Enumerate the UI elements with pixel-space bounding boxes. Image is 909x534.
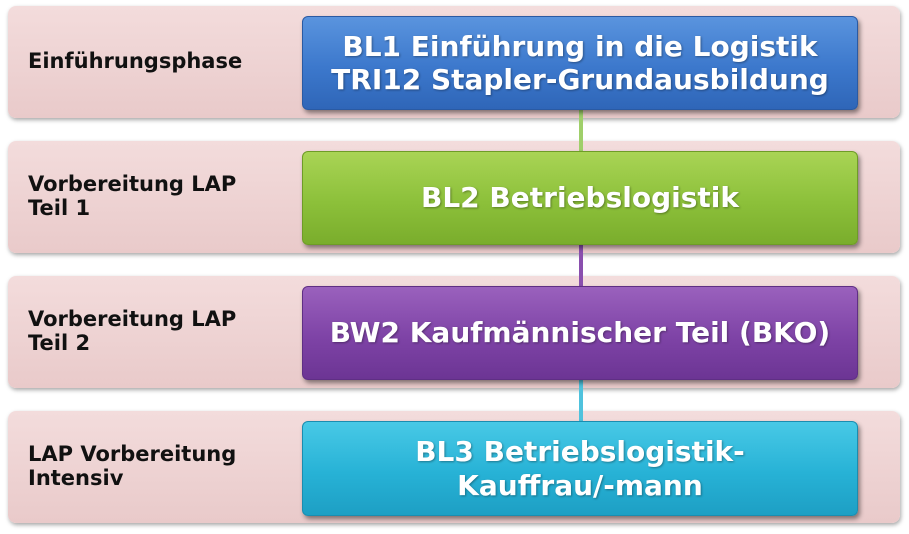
module-box-bw2-line-1: BW2 Kaufmännischer Teil (BKO) bbox=[329, 316, 831, 350]
connector-1-2 bbox=[579, 110, 583, 151]
phase-label-2-line-2: Teil 1 bbox=[28, 196, 91, 220]
connector-2-3 bbox=[579, 245, 583, 286]
phase-label-2-line-1: Vorbereitung LAP bbox=[28, 172, 237, 197]
phase-label-1-line-1: Einführungsphase bbox=[28, 49, 243, 74]
module-box-bl3-line-2: Kauffrau/-mann bbox=[457, 468, 703, 502]
phase-label-1: Einführungsphase bbox=[28, 6, 288, 118]
module-box-bw2: BW2 Kaufmännischer Teil (BKO) bbox=[302, 286, 858, 380]
phase-label-3-line-2: Teil 2 bbox=[28, 331, 91, 355]
module-box-bl2: BL2 Betriebslogistik bbox=[302, 151, 858, 245]
phase-label-4-line-1: LAP Vorbereitung bbox=[28, 442, 237, 467]
phase-label-3-line-1: Vorbereitung LAP bbox=[28, 307, 237, 332]
phase-label-2: Vorbereitung LAP Teil 1 bbox=[28, 141, 288, 253]
module-box-bl3: BL3 Betriebslogistik- Kauffrau/-mann bbox=[302, 421, 858, 516]
module-box-bl1-line-1: BL1 Einführung in die Logistik bbox=[342, 29, 818, 63]
module-box-bl1: BL1 Einführung in die Logistik TRI12 Sta… bbox=[302, 16, 858, 110]
module-box-bl2-line-1: BL2 Betriebslogistik bbox=[421, 181, 739, 215]
phase-label-4-line-2: Intensiv bbox=[28, 466, 124, 490]
phase-label-3: Vorbereitung LAP Teil 2 bbox=[28, 276, 288, 388]
module-box-bl1-line-2: TRI12 Stapler-Grundausbildung bbox=[331, 63, 829, 96]
phase-label-4: LAP Vorbereitung Intensiv bbox=[28, 411, 288, 523]
module-box-bl3-line-1: BL3 Betriebslogistik- bbox=[415, 435, 745, 469]
connector-3-4 bbox=[579, 380, 583, 421]
